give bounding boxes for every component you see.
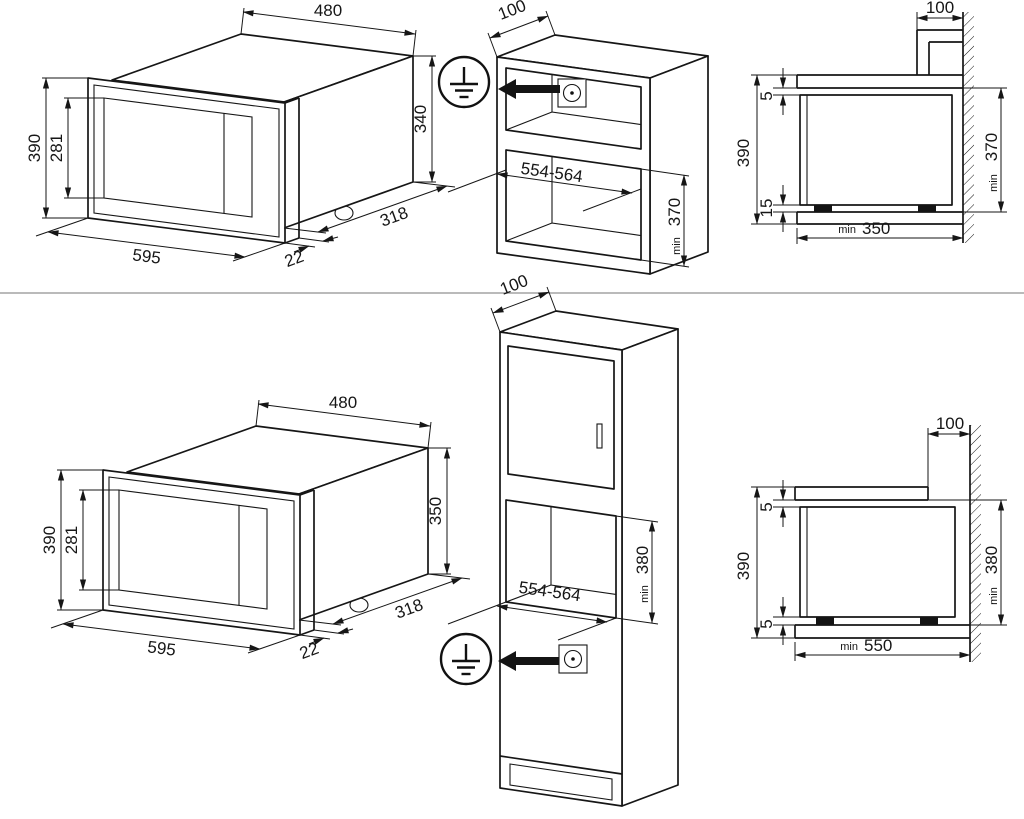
niche-height-label-group: min 370 bbox=[665, 198, 684, 255]
oven-body-height-label: 350 bbox=[426, 497, 445, 525]
plinth-recess bbox=[509, 763, 613, 801]
top-row: 480 390 281 340 595 318 22 bbox=[25, 0, 1007, 275]
niche-height-label-group: min 380 bbox=[633, 546, 652, 603]
height-min-label-group: min 380 bbox=[982, 546, 1001, 605]
min-label: min bbox=[988, 174, 1000, 192]
mains-outlet-icon bbox=[558, 644, 588, 674]
min-label: min bbox=[671, 237, 683, 255]
height-min-label: 380 bbox=[982, 546, 1001, 574]
cabinet-isometric-top: 100 554-564 min 370 bbox=[437, 0, 709, 275]
oven-body-width-label: 480 bbox=[314, 1, 342, 20]
oven-foot bbox=[816, 617, 834, 625]
niche-height-label: 390 bbox=[734, 552, 753, 580]
connection-arrow-icon bbox=[498, 79, 560, 99]
door-handle bbox=[596, 423, 603, 449]
oven-foot bbox=[918, 205, 936, 212]
section-dimensions bbox=[751, 12, 1007, 244]
min-label: min bbox=[988, 587, 1000, 605]
side-section-top: 100 390 5 15 min 370 min 350 bbox=[734, 0, 1007, 244]
oven-foot bbox=[814, 205, 832, 212]
oven-frame-height-label: 390 bbox=[25, 134, 44, 162]
oven-glass-height-label: 281 bbox=[62, 526, 81, 554]
oven-frame-height-label: 390 bbox=[40, 526, 59, 554]
bottom-gap-label: 15 bbox=[757, 199, 776, 218]
oven-profile bbox=[799, 94, 953, 212]
oven-body-width-label: 480 bbox=[329, 393, 357, 412]
height-min-label-group: min 370 bbox=[982, 133, 1001, 192]
oven-frame-width-label: 595 bbox=[131, 245, 161, 267]
wall-offset-label: 100 bbox=[936, 414, 964, 433]
oven-body-height-label: 340 bbox=[411, 105, 430, 133]
min-label: min bbox=[639, 585, 651, 603]
niche-interior bbox=[506, 500, 616, 618]
top-gap-label: 5 bbox=[757, 91, 776, 100]
oven-frame-width-label: 595 bbox=[146, 637, 176, 659]
min-label: min bbox=[838, 224, 856, 236]
side-section-bottom: 100 390 5 5 min 380 min 550 bbox=[734, 414, 1007, 662]
cabinet-door bbox=[507, 345, 615, 490]
depth-min-label: 550 bbox=[864, 636, 892, 655]
niche-height-label: 390 bbox=[734, 139, 753, 167]
top-gap-label: 5 bbox=[757, 502, 776, 511]
wall bbox=[962, 12, 974, 243]
plinth-top-edge bbox=[499, 755, 623, 775]
wall bbox=[969, 425, 981, 662]
cabinet-dimensions bbox=[447, 286, 659, 641]
niche-height-label: 380 bbox=[633, 546, 652, 574]
oven-isometric-top: 480 390 281 340 595 318 22 bbox=[25, 1, 455, 271]
bottom-gap-label: 5 bbox=[757, 619, 776, 628]
cabinet-profile bbox=[794, 486, 970, 639]
oven-isometric-bottom: 480 390 281 350 595 318 22 bbox=[40, 393, 470, 663]
min-label: min bbox=[840, 641, 858, 653]
height-min-label: 370 bbox=[982, 133, 1001, 161]
niche-height-label: 370 bbox=[665, 198, 684, 226]
depth-min-label: 350 bbox=[862, 219, 890, 238]
oven-glass-height-label: 281 bbox=[47, 134, 66, 162]
cabinet-isometric-bottom: 100 554-564 min 380 bbox=[439, 271, 679, 807]
mains-outlet-icon bbox=[557, 78, 587, 108]
section-dimensions bbox=[751, 428, 1007, 661]
cabinet-dimensions bbox=[447, 10, 690, 268]
oven-foot bbox=[920, 617, 938, 625]
bottom-row: 480 390 281 350 595 318 22 bbox=[40, 271, 1007, 807]
oven-profile bbox=[799, 506, 956, 625]
connection-arrow-icon bbox=[498, 651, 559, 671]
wall-offset-label: 100 bbox=[926, 0, 954, 17]
